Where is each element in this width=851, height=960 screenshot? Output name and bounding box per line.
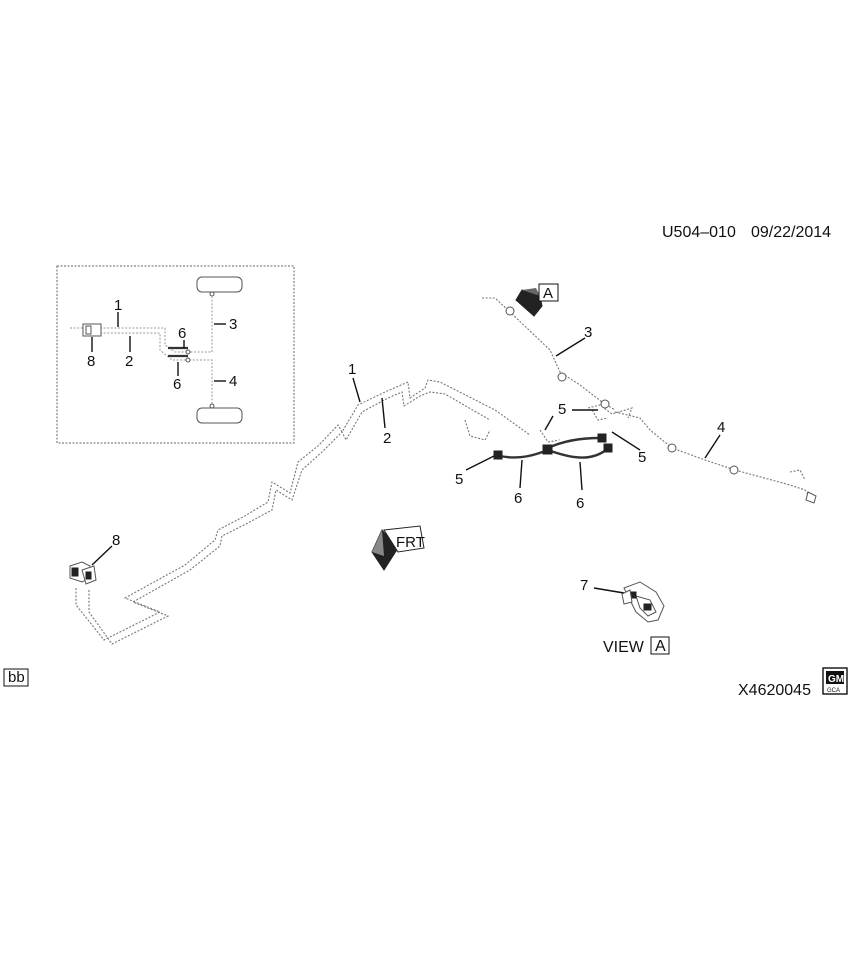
front-arrow-icon: FRT	[371, 525, 425, 571]
inset-callout-3: 3	[229, 316, 237, 333]
rear-wheel-top	[196, 276, 243, 293]
callout-8: 8	[112, 532, 120, 549]
diagram-code: U504–010	[662, 224, 736, 241]
callout-5c: 5	[455, 471, 463, 488]
brake-hose-6b	[547, 448, 607, 459]
callout-5a: 5	[558, 401, 566, 418]
brake-pipe-3	[482, 297, 616, 411]
inset-callout-4: 4	[229, 373, 237, 390]
diagram-date: 09/22/2014	[751, 224, 831, 241]
rear-wheel-bottom	[196, 407, 243, 424]
view-letter: A	[655, 638, 666, 655]
brake-pipe-1	[75, 379, 531, 641]
brake-pipe-assembly	[69, 297, 817, 645]
svg-text:GM: GM	[828, 674, 844, 685]
combination-valve-8	[69, 561, 97, 585]
callout-4: 4	[717, 419, 725, 436]
inset-callout-8: 8	[87, 353, 95, 370]
view-a-marker: A	[515, 283, 559, 317]
callout-5b: 5	[638, 449, 646, 466]
callout-1: 1	[348, 361, 356, 378]
inset-overview: 1 2 3 4 6 6 8	[56, 265, 295, 444]
callout-7: 7	[580, 577, 588, 594]
callout-6b: 6	[576, 495, 584, 512]
svg-text:A: A	[543, 285, 553, 302]
inset-callout-6b: 6	[173, 376, 181, 393]
callout-2: 2	[383, 430, 391, 447]
brake-hose-bracket-7	[621, 581, 665, 623]
gm-logo-icon: GM GCA	[822, 667, 848, 695]
inset-callout-2: 2	[125, 353, 133, 370]
footer-badge: bb	[8, 669, 25, 686]
callout-3: 3	[584, 324, 592, 341]
illustration-id: X4620045	[738, 682, 811, 699]
inset-callout-6a: 6	[178, 325, 186, 342]
callout-6a: 6	[514, 490, 522, 507]
view-label: VIEW	[603, 639, 645, 656]
brake-pipe-2	[88, 391, 491, 645]
svg-text:GCA: GCA	[827, 688, 840, 694]
inset-callout-1: 1	[114, 297, 122, 314]
brake-pipe-4	[614, 411, 813, 501]
svg-text:FRT: FRT	[396, 534, 425, 551]
